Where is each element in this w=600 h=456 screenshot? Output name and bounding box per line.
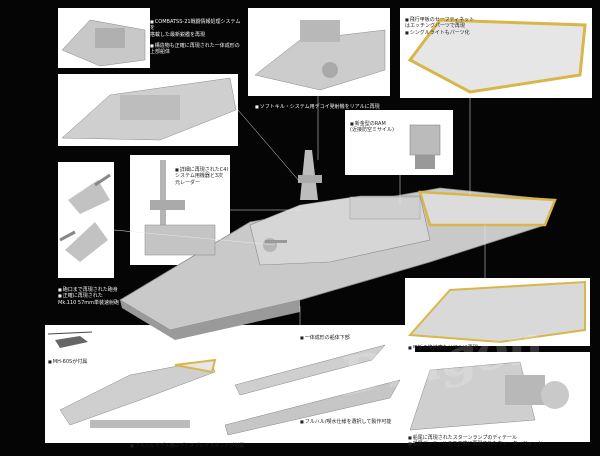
gun-detail	[59, 173, 111, 262]
caption-ram: 新金型のRAM(近接防空ミサイル)	[350, 114, 410, 134]
leader-lines	[113, 96, 486, 325]
hangar-detail	[407, 280, 586, 344]
main-ship	[119, 150, 557, 340]
mast-detail	[144, 160, 216, 256]
caption-gun: 砲口まで再現された砲身正確に再現されたMk.110 57mm単装速射砲	[58, 280, 138, 306]
lower-hull-models	[59, 344, 401, 436]
caption-stern: 船尾に再現されたスターンランプのディテール船尾ディテールまで正確に再現されたウォ…	[408, 428, 590, 454]
flight-deck-detail	[407, 18, 587, 94]
stern-detail	[409, 361, 569, 431]
helicopter-icon	[47, 331, 93, 348]
softkill-detail	[254, 20, 386, 91]
caption-flight-deck: 飛行甲板のセーフティネットはエッチングパーツで再現シングルライトもパーツ化	[405, 10, 525, 43]
caption-softkill: ソフトキル・システム用デコイ発射機をリアルに再現	[255, 97, 405, 117]
caption-stand: フルハルモデル用のディスプレイスタンドが付属	[130, 436, 290, 456]
superstructure-detail	[61, 19, 146, 67]
caption-lower-hull: 一体成形の船体下部	[300, 328, 380, 348]
caption-hangar: 甲板の格納庫もリアルに再現	[408, 338, 528, 358]
ram-launcher	[409, 124, 441, 169]
caption-fullhull: フルハル/喫水仕様を選択して製作可能	[300, 412, 410, 432]
caption-helo: MH-60Sが付属	[48, 352, 108, 372]
hull-upper-detail	[61, 77, 237, 141]
panel-gun	[58, 162, 114, 278]
